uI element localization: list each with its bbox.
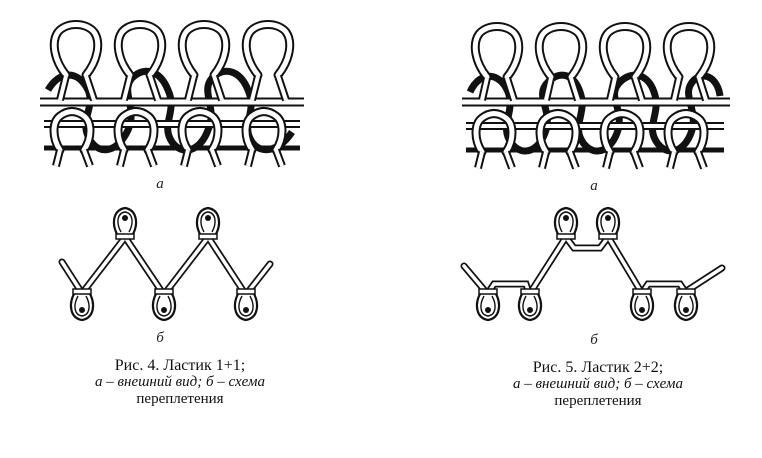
fig5-label-a: а bbox=[590, 178, 598, 194]
fig4-caption-legend-cont: переплетения bbox=[136, 391, 224, 407]
fig4-caption: Рис. 4. Ластик 1+1; а – внешний вид; б –… bbox=[60, 357, 300, 408]
fig4-appearance bbox=[40, 25, 304, 168]
fig4-caption-title: Рис. 4. Ластик 1+1; bbox=[114, 357, 246, 374]
fig5-caption-title: Рис. 5. Ластик 2+2; bbox=[532, 359, 664, 376]
fig5-caption-legend-cont: переплетения bbox=[554, 393, 642, 409]
fig5-appearance bbox=[462, 27, 730, 170]
fig5-label-b: б bbox=[590, 332, 598, 348]
fig4-scheme bbox=[58, 206, 274, 322]
fig5-scheme bbox=[460, 206, 726, 322]
fig5-caption-legend: а – внешний вид; б – схема bbox=[513, 376, 683, 392]
fig4-caption-legend: а – внешний вид; б – схема bbox=[95, 374, 265, 390]
fig5-caption: Рис. 5. Ластик 2+2; а – внешний вид; б –… bbox=[478, 359, 718, 410]
fig4-label-a: а bbox=[156, 176, 164, 192]
fig4-label-b: б bbox=[156, 330, 164, 346]
